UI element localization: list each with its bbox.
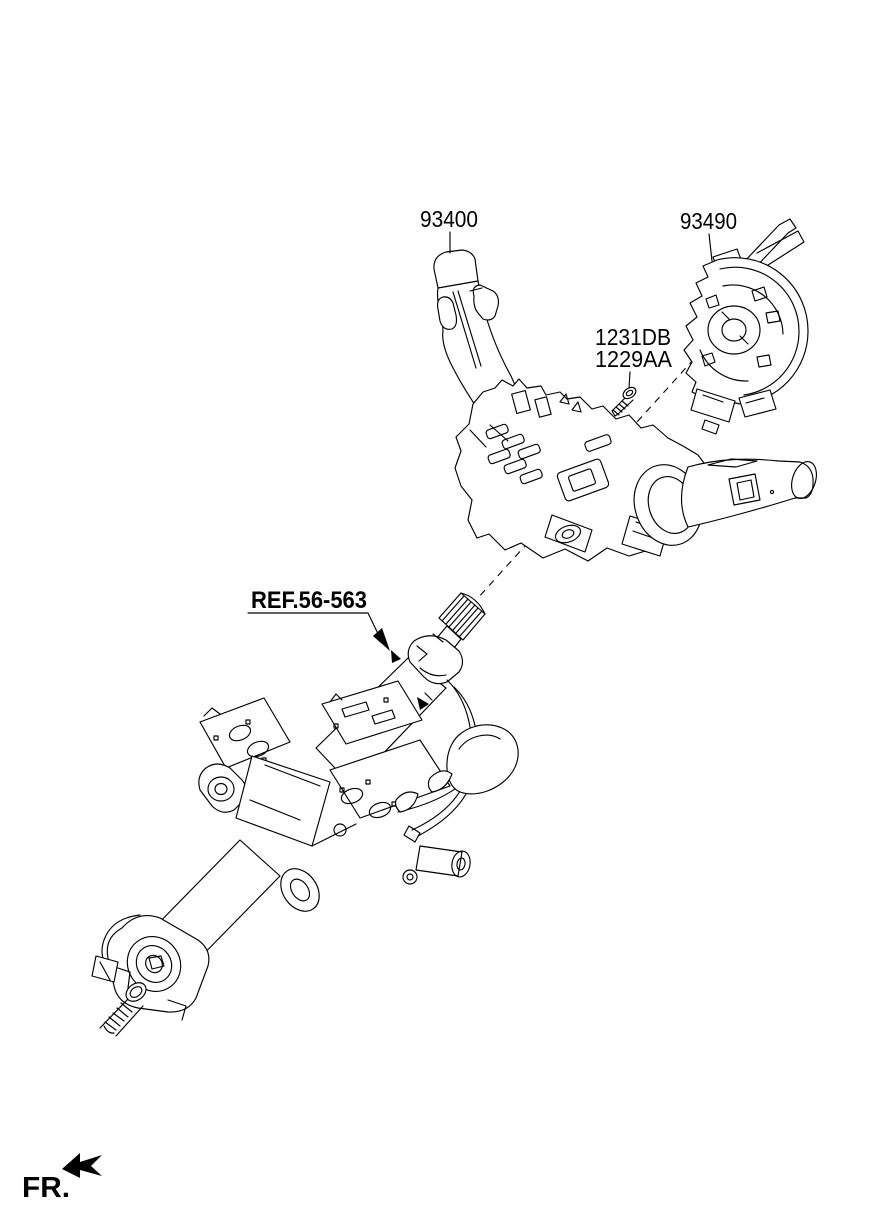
multifunction-switch-part xyxy=(433,249,817,562)
leader-ref xyxy=(247,612,382,641)
label-1231DB: 1231DB xyxy=(595,324,671,350)
ref-arrowhead xyxy=(373,628,390,651)
label-93400: 93400 xyxy=(420,206,478,232)
stalk-end-cap xyxy=(791,461,817,499)
clock-spring-connectors xyxy=(690,388,777,435)
switch-right-stalk xyxy=(633,458,817,546)
clock-spring-tabs xyxy=(701,286,781,368)
column-lower-boss xyxy=(402,845,471,885)
callout-ref: REF.56-563 xyxy=(247,587,390,651)
front-direction-arrow-icon xyxy=(62,1153,102,1178)
column-upper-bracket xyxy=(321,680,423,745)
callout-93400: 93400 xyxy=(420,206,478,254)
leader-93490 xyxy=(708,233,713,262)
label-ref-56-563: REF.56-563 xyxy=(251,587,367,614)
lever-left-tab xyxy=(436,296,458,330)
clock-spring-hub xyxy=(707,305,761,355)
screw-head xyxy=(622,386,637,400)
column-left-bracket xyxy=(199,697,291,769)
lever-side-paddle xyxy=(472,284,500,321)
column-center-housing xyxy=(235,739,453,847)
front-direction-indicator: FR. xyxy=(22,1153,102,1204)
attachment-pointer xyxy=(417,697,429,710)
callout-93490: 93490 xyxy=(680,208,737,262)
label-93490: 93490 xyxy=(680,208,737,234)
front-label: FR. xyxy=(22,1172,70,1204)
clock-spring-part xyxy=(683,218,809,435)
column-splined-shaft xyxy=(435,592,486,653)
label-1229AA: 1229AA xyxy=(595,346,673,372)
switch-left-lever xyxy=(433,249,527,424)
clock-spring-connector-stalk xyxy=(742,218,805,272)
switch-body-slots xyxy=(485,423,543,485)
leader-screw xyxy=(628,371,631,389)
assembly-center-line xyxy=(476,348,704,600)
column-collar xyxy=(391,633,464,685)
mounting-screw xyxy=(611,386,637,417)
yoke-bolt xyxy=(99,982,147,1037)
column-grommet-ring xyxy=(280,868,320,912)
column-lower-yoke xyxy=(91,914,210,1037)
steering-column-part xyxy=(91,592,519,1037)
callout-screw: 1231DB 1229AA xyxy=(595,324,673,389)
stalk-button xyxy=(728,473,761,506)
